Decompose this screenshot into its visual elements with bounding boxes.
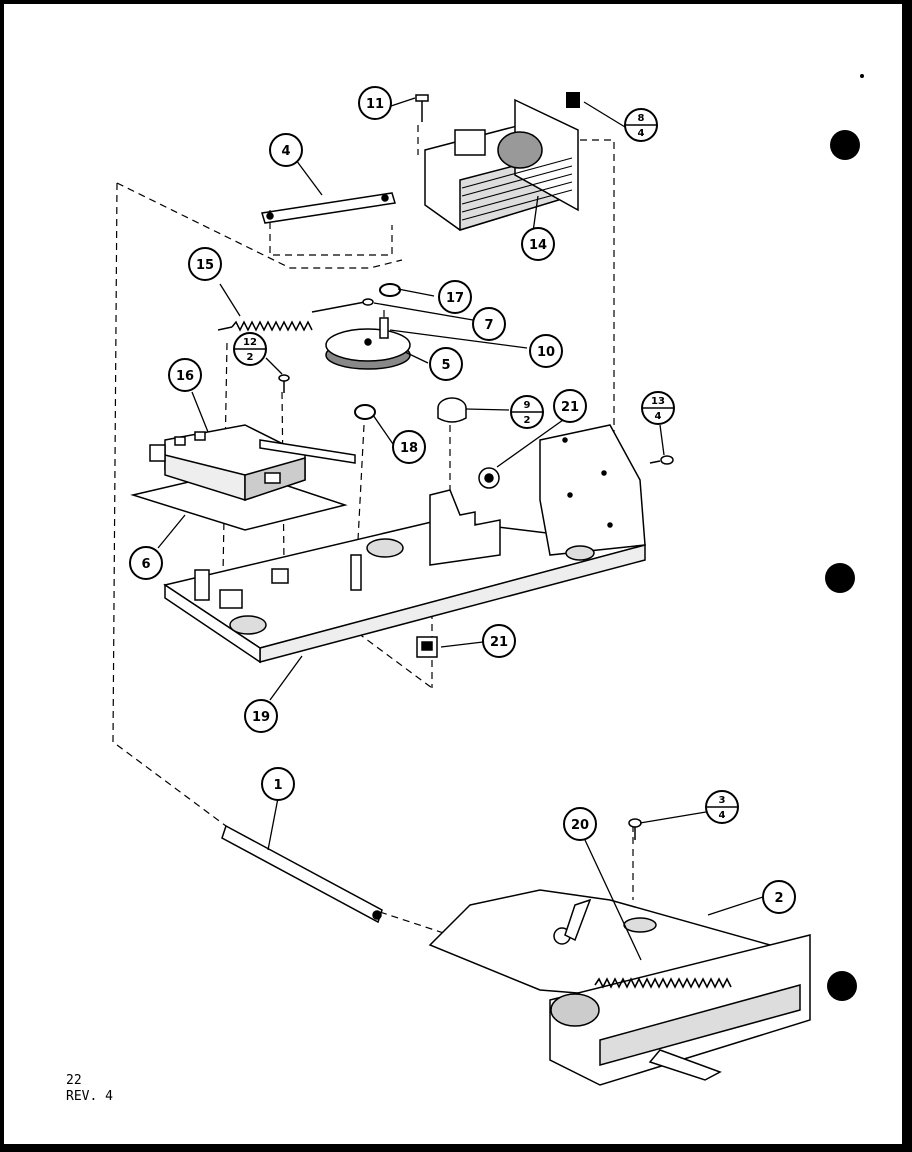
callout-21-lower-label: 21 xyxy=(490,635,508,650)
callout-17-label: 17 xyxy=(446,291,464,306)
binder-hole-top xyxy=(830,130,860,160)
chassis-plate-part xyxy=(163,424,646,664)
callout-6: 6 xyxy=(129,546,163,580)
callout-10-label: 10 xyxy=(537,345,555,360)
callout-12-bottom-label: 2 xyxy=(247,352,254,363)
callout-8-bottom-label: 4 xyxy=(638,128,645,139)
callout-18: 18 xyxy=(392,430,426,464)
cam-part xyxy=(325,317,411,370)
callout-3-4: 3 4 xyxy=(705,790,739,824)
callout-10: 10 xyxy=(529,334,563,368)
callout-12-top-label: 12 xyxy=(243,337,257,348)
callout-2: 2 xyxy=(762,880,796,914)
callout-14: 14 xyxy=(521,227,555,261)
callout-1: 1 xyxy=(261,767,295,801)
callout-11: 11 xyxy=(358,86,392,120)
latch-spring-part xyxy=(594,977,732,989)
motor-part xyxy=(424,98,579,232)
latch-assembly-part xyxy=(428,889,811,1086)
callout-15: 15 xyxy=(188,247,222,281)
callout-7-label: 7 xyxy=(484,318,493,333)
callout-9-top-label: 9 xyxy=(524,400,531,411)
callout-12-2: 12 2 xyxy=(233,332,267,366)
washer-part-17 xyxy=(379,283,401,297)
knob-part xyxy=(437,397,467,423)
callout-9-bottom-label: 2 xyxy=(524,415,531,426)
screw-part-13 xyxy=(649,455,674,465)
callout-9-2: 9 2 xyxy=(510,395,544,429)
callout-3-top-label: 3 xyxy=(719,795,726,806)
callout-15-label: 15 xyxy=(196,258,214,273)
revision-label: REV. 4 xyxy=(66,1089,113,1104)
page-number: 22 xyxy=(66,1073,82,1088)
callout-14-label: 14 xyxy=(529,238,547,253)
callout-5-label: 5 xyxy=(441,358,450,373)
washer-part-7 xyxy=(362,298,374,306)
callout-2-label: 2 xyxy=(774,891,783,906)
callout-20: 20 xyxy=(563,807,597,841)
page-footer: 22 REV. 4 xyxy=(66,1073,113,1105)
callout-21-upper: 21 xyxy=(553,389,587,423)
callout-19-label: 19 xyxy=(252,710,270,725)
callout-8-4: 8 4 xyxy=(624,108,658,142)
clip-part-21-upper xyxy=(478,467,500,489)
callout-5: 5 xyxy=(429,347,463,381)
clip-part-21-lower xyxy=(416,636,438,658)
speck-mark xyxy=(860,74,864,78)
binder-hole-middle xyxy=(825,563,855,593)
callout-7: 7 xyxy=(472,307,506,341)
callout-13-4: 13 4 xyxy=(641,391,675,425)
spring-part xyxy=(217,301,366,332)
callout-17: 17 xyxy=(438,280,472,314)
leader-lines xyxy=(157,97,764,961)
washer-part-18 xyxy=(354,404,376,420)
screw-part-3 xyxy=(628,818,642,840)
callout-16-label: 16 xyxy=(176,369,194,384)
switch-block-part xyxy=(130,424,356,531)
rod-part xyxy=(221,824,383,924)
callout-21-lower: 21 xyxy=(482,624,516,658)
clip-part-8 xyxy=(566,92,580,108)
binder-hole-bottom xyxy=(827,971,857,1001)
link-bar-part xyxy=(261,192,396,224)
callout-4: 4 xyxy=(269,133,303,167)
callout-1-label: 1 xyxy=(273,778,282,793)
callout-3-bottom-label: 4 xyxy=(719,810,726,821)
callout-8-top-label: 8 xyxy=(638,113,645,124)
callout-20-label: 20 xyxy=(571,818,589,833)
callout-18-label: 18 xyxy=(400,441,418,456)
callout-11-label: 11 xyxy=(366,97,384,112)
callout-21-upper-label: 21 xyxy=(561,400,579,415)
callout-13-top-label: 13 xyxy=(651,396,665,407)
screw-part-12 xyxy=(278,374,290,393)
callout-16: 16 xyxy=(168,358,202,392)
callout-6-label: 6 xyxy=(141,557,150,572)
callout-13-bottom-label: 4 xyxy=(655,411,662,422)
screw-part-11 xyxy=(415,94,429,122)
callout-19: 19 xyxy=(244,699,278,733)
callout-4-label: 4 xyxy=(281,144,290,159)
